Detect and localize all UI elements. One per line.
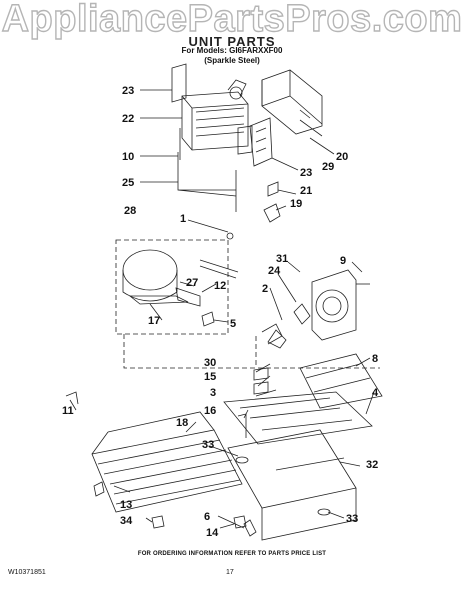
page-number: 17 xyxy=(226,569,234,576)
duct-cover-part xyxy=(261,69,323,135)
callout: 15 xyxy=(204,371,216,383)
finish-line: (Sparkle Steel) xyxy=(204,56,260,65)
callout: 23 xyxy=(300,167,312,179)
callout: 22 xyxy=(122,113,134,125)
callout: 20 xyxy=(336,151,348,163)
callout: 14 xyxy=(206,527,219,539)
callout: 11 xyxy=(62,405,74,417)
drain-pan-part xyxy=(227,429,357,509)
fan-blade-part xyxy=(267,329,287,349)
callout: 25 xyxy=(122,177,134,189)
callout: 33 xyxy=(346,513,358,525)
evaporator-part xyxy=(181,91,249,151)
callout: 19 xyxy=(290,198,302,210)
callout: 18 xyxy=(176,417,188,429)
callout: 9 xyxy=(340,255,346,267)
callout: 27 xyxy=(186,277,198,289)
callout: 33 xyxy=(202,439,214,451)
callout: 34 xyxy=(120,515,133,527)
callout: 10 xyxy=(122,151,134,163)
compressor-part xyxy=(122,249,178,291)
callout: 4 xyxy=(372,387,379,399)
callout: 17 xyxy=(148,315,160,327)
fan-shroud-part xyxy=(311,269,357,341)
rail-part xyxy=(299,353,383,409)
callout: 5 xyxy=(230,318,236,330)
condenser-coil-part xyxy=(91,429,243,513)
watermark: AppliancePartsPros.com xyxy=(1,0,463,41)
document-number: W10371851 xyxy=(8,569,46,576)
callout: 8 xyxy=(372,353,378,365)
side-bracket-part xyxy=(249,117,273,167)
callout: 31 xyxy=(276,253,288,265)
callout: 16 xyxy=(204,405,216,417)
callout: 13 xyxy=(120,499,132,511)
callout: 2 xyxy=(262,283,268,295)
callout: 1 xyxy=(180,213,186,225)
callout: 12 xyxy=(214,280,226,292)
base-tray-part xyxy=(223,391,373,445)
evaporator-part xyxy=(171,63,187,103)
callout: 30 xyxy=(204,357,216,369)
callout: 3 xyxy=(210,387,216,399)
fan-bracket-part xyxy=(227,79,247,97)
models-line: For Models: GI6FARXXF00 xyxy=(181,46,283,55)
ordering-note: FOR ORDERING INFORMATION REFER TO PARTS … xyxy=(137,551,327,557)
callout: 6 xyxy=(204,511,210,523)
callout: 32 xyxy=(366,459,378,471)
page-title: UNIT PARTS xyxy=(188,34,276,49)
callout: 21 xyxy=(300,185,312,197)
callout: 24 xyxy=(268,265,281,277)
callout: 23 xyxy=(122,85,134,97)
callout: 28 xyxy=(124,205,136,217)
callout: 29 xyxy=(322,161,334,173)
